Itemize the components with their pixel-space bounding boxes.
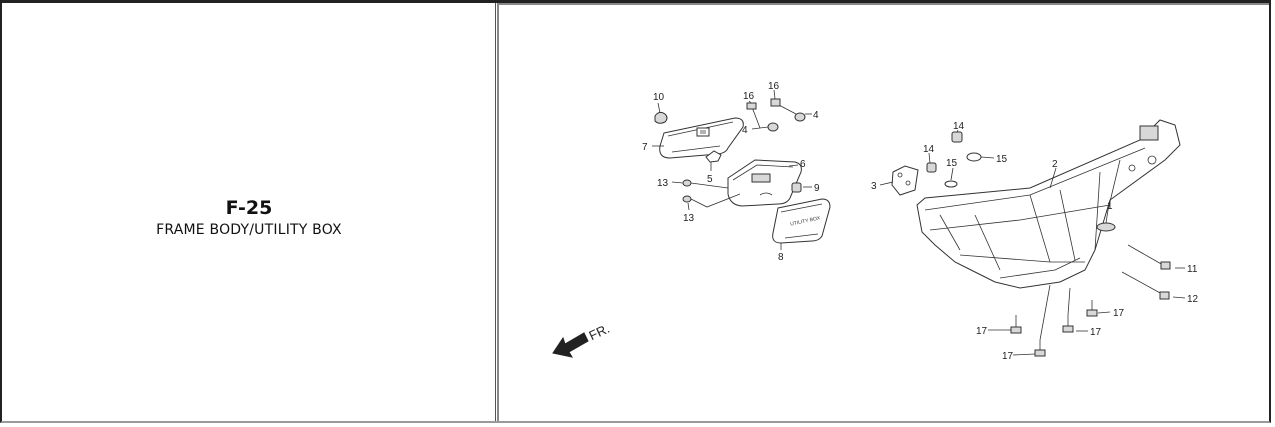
callout-2: 2 (1052, 159, 1058, 170)
diagram-code: F-25 (225, 197, 273, 219)
part-7-cover (659, 117, 744, 159)
callout-14-b: 14 (923, 144, 935, 155)
front-arrow-icon (552, 332, 589, 358)
part-17-bolt-a (1010, 315, 1022, 334)
title-panel: F-25 FRAME BODY/UTILITY BOX (2, 3, 496, 421)
part-12-bolt (1121, 271, 1170, 300)
callout-16-b: 16 (768, 81, 780, 92)
diagram-panel (497, 3, 1269, 421)
part-15-washer-b (966, 152, 982, 162)
callout-17-a: 17 (976, 326, 988, 337)
part-13-screw-a (682, 179, 729, 189)
part-17-bolt-b (1086, 300, 1098, 317)
leader-lines (652, 89, 1186, 356)
part-6-utility-box (727, 159, 802, 207)
callout-4-b: 4 (813, 110, 819, 121)
part-15-washer-a (944, 180, 958, 188)
callout-12: 12 (1187, 294, 1199, 305)
callout-8: 8 (778, 252, 784, 263)
callout-17-b: 17 (1113, 308, 1125, 319)
part-9-nut (791, 182, 802, 193)
callout-1: 1 (1107, 201, 1113, 212)
part-11-bolt (1127, 244, 1171, 270)
callout-6: 6 (800, 159, 806, 170)
part-5-bracket (705, 150, 722, 163)
part-16-bolt-a (746, 102, 761, 129)
callout-16-a: 16 (743, 91, 755, 102)
part-2-frame-body (916, 119, 1181, 289)
part-4-grommet-b (794, 112, 806, 122)
callout-11: 11 (1187, 264, 1198, 275)
callout-14-a: 14 (953, 121, 965, 132)
front-direction-indicator: FR. (552, 321, 612, 358)
part-14-nut-a (926, 162, 937, 173)
part-8-lid: UTILITY BOX (772, 198, 831, 244)
callout-17-c: 17 (1090, 327, 1102, 338)
callout-7: 7 (642, 142, 648, 153)
diagram-title: FRAME BODY/UTILITY BOX (156, 222, 342, 238)
part-17-bolt-c (1062, 315, 1074, 333)
callout-17-d: 17 (1002, 351, 1014, 362)
front-direction-label: FR. (587, 321, 612, 343)
part-3-plate (891, 165, 919, 196)
callout-15-a: 15 (946, 158, 958, 169)
callout-numbers: 10 16 16 4 4 7 5 6 13 9 13 8 14 14 15 15… (642, 81, 1199, 362)
callout-13-b: 13 (683, 213, 695, 224)
part-4-grommet-a (767, 122, 779, 132)
part-16-bolt-b (770, 98, 797, 115)
part-17-bolt-d (1034, 340, 1046, 357)
callout-13-a: 13 (657, 178, 669, 189)
callout-15-b: 15 (996, 154, 1008, 165)
part-14-nut-b (951, 131, 963, 143)
callout-5: 5 (707, 174, 713, 185)
part-13-screw-b (682, 193, 741, 208)
callout-4-a: 4 (742, 125, 748, 136)
callout-3: 3 (871, 181, 877, 192)
callout-9: 9 (814, 183, 820, 194)
callout-10: 10 (653, 92, 665, 103)
part-1-pad (1096, 222, 1116, 232)
part-10-clip (654, 111, 668, 124)
